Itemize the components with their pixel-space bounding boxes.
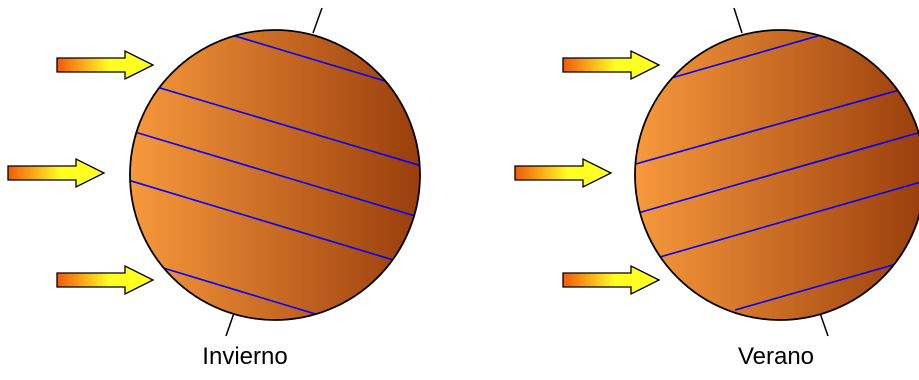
winter-sun-arrow-bottom xyxy=(57,266,153,294)
winter-panel xyxy=(8,8,425,336)
winter-planet xyxy=(130,30,420,320)
winter-axis-top xyxy=(313,8,322,33)
winter-caption: Invierno xyxy=(202,342,287,372)
summer-sun-arrow-bottom xyxy=(563,266,659,294)
summer-axis-top xyxy=(734,8,742,33)
summer-axis-bottom xyxy=(820,313,828,336)
winter-axis-bottom xyxy=(226,313,234,336)
summer-sun-arrow-middle xyxy=(515,159,611,187)
summer-panel xyxy=(515,8,919,336)
summer-sun-arrow-top xyxy=(563,51,659,79)
winter-sun-arrow-middle xyxy=(8,159,104,187)
summer-caption: Verano xyxy=(738,342,814,372)
winter-sun-arrow-top xyxy=(57,51,153,79)
